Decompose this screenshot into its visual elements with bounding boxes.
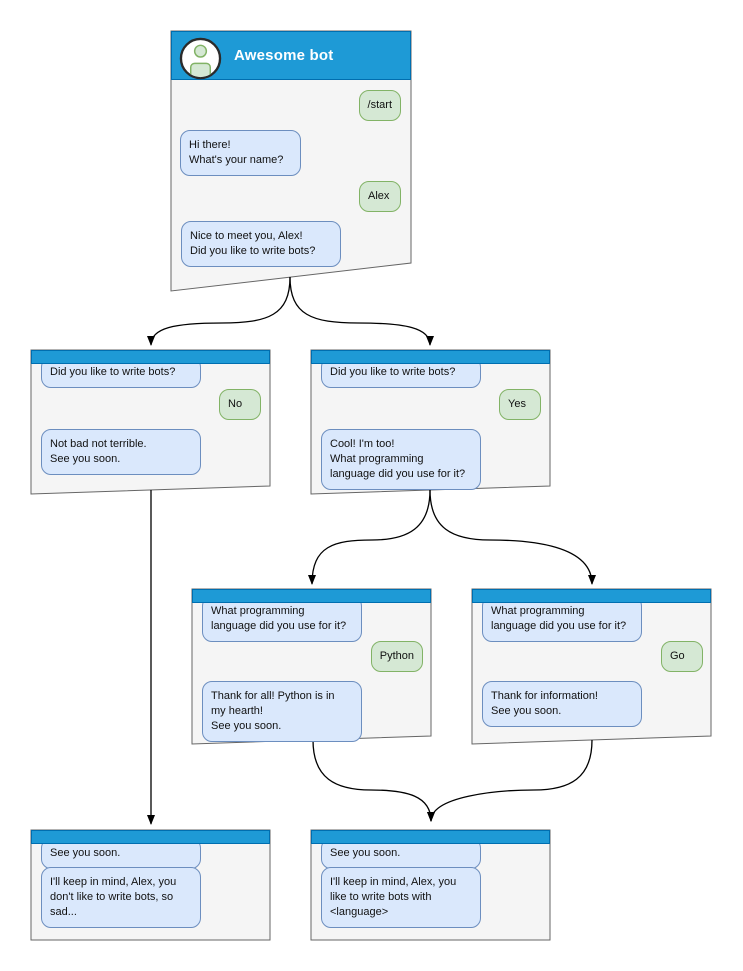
edge-yes-to-go xyxy=(429,489,596,585)
bot-message: What programming language did you use fo… xyxy=(482,596,642,642)
edge-root-to-no xyxy=(147,276,291,346)
chat-window-header xyxy=(31,830,270,844)
bot-message: Thank for information! See you soon. xyxy=(482,681,642,727)
chat-window-header xyxy=(192,589,431,603)
edge-yes-to-python xyxy=(308,489,431,585)
chat-window-end-no[interactable]: See you soon. I'll keep in mind, Alex, y… xyxy=(31,830,270,940)
edge-python-to-end xyxy=(312,739,435,822)
edge-root-to-yes xyxy=(289,276,434,346)
user-message: No xyxy=(219,389,261,420)
edge-go-to-end xyxy=(427,739,593,822)
chat-window-header xyxy=(311,350,550,364)
bot-message: Thank for all! Python is in my hearth! S… xyxy=(202,681,362,742)
user-message: Python xyxy=(370,641,423,672)
chat-window-branch-no[interactable]: Did you like to write bots? No Not bad n… xyxy=(31,350,270,494)
chat-window-root[interactable]: Awesome bot /start Hi there! What's your… xyxy=(171,31,411,291)
user-message: Alex xyxy=(359,181,401,212)
user-message: /start xyxy=(358,90,401,121)
bot-message: Cool! I'm too! What programming language… xyxy=(321,429,481,490)
chat-window-branch-python[interactable]: What programming language did you use fo… xyxy=(192,589,431,744)
chat-window-branch-go[interactable]: What programming language did you use fo… xyxy=(472,589,711,744)
bot-message: I'll keep in mind, Alex, you like to wri… xyxy=(321,867,481,928)
bot-title: Awesome bot xyxy=(234,47,334,64)
person-avatar-icon xyxy=(179,37,222,79)
chat-window-header: Awesome bot xyxy=(171,31,411,80)
bot-message: Not bad not terrible. See you soon. xyxy=(41,429,201,475)
chat-window-branch-yes[interactable]: Did you like to write bots? Yes Cool! I'… xyxy=(311,350,550,494)
user-message: Go xyxy=(661,641,703,672)
chat-window-header xyxy=(311,830,550,844)
user-message: Yes xyxy=(499,389,541,420)
chat-window-header xyxy=(472,589,711,603)
flow-edges xyxy=(147,276,596,825)
bot-message: Hi there! What's your name? xyxy=(180,130,301,176)
chat-window-header xyxy=(31,350,270,364)
bot-message: I'll keep in mind, Alex, you don't like … xyxy=(41,867,201,928)
bot-message: What programming language did you use fo… xyxy=(202,596,362,642)
chat-window-end-yes[interactable]: See you soon. I'll keep in mind, Alex, y… xyxy=(311,830,550,940)
bot-message: Nice to meet you, Alex! Did you like to … xyxy=(181,221,341,267)
